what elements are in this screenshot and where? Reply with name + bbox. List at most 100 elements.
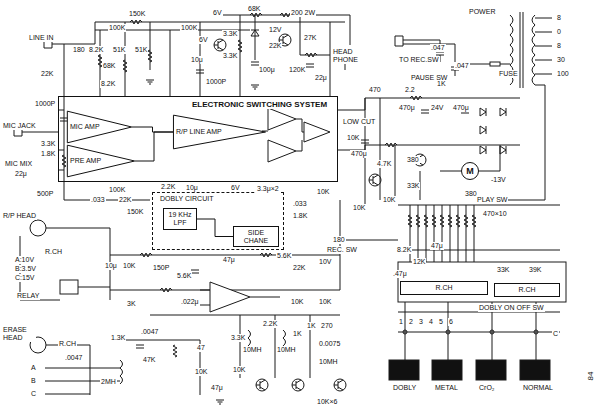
component-label: 150P — [152, 264, 170, 272]
component-label: 500P — [36, 190, 54, 198]
component-label: LINE IN — [28, 34, 55, 42]
component-label: 1 — [398, 318, 404, 326]
node-text: ELECTRONIC SWITCHING SYSTEM — [191, 100, 328, 109]
component-label: 47μ — [210, 384, 224, 392]
component-label: 2 — [408, 318, 414, 326]
component-label: 1.3K — [110, 334, 126, 342]
channel-panel: R.CH — [494, 283, 560, 297]
component-label: 380 — [406, 156, 420, 164]
filter-box: 19 KHz LPF — [163, 208, 197, 230]
component-label: 5.6K — [176, 272, 192, 280]
component-label: 100K — [180, 24, 198, 32]
component-label: 68K — [247, 5, 261, 13]
component-label: TO REC.SW — [398, 56, 440, 64]
component-label: 1000P — [205, 78, 227, 86]
side-chain-box: SIDE CHANE — [233, 226, 279, 247]
component-label: A — [30, 364, 37, 372]
component-label: .033 — [90, 196, 106, 204]
wire-connector — [132, 127, 173, 132]
component-label: 10K×6 — [316, 398, 338, 406]
motor-symbol: M — [461, 162, 479, 180]
component-label: C — [552, 330, 559, 338]
component-label: .033 — [292, 200, 308, 208]
component-label: R.CH — [44, 248, 63, 256]
node-text: 19 KHz LPF — [166, 211, 194, 227]
component-label: 150K — [128, 10, 146, 18]
component-label: FUSE — [498, 70, 519, 78]
node-text: R.CH — [518, 286, 535, 294]
component-label: PLAY SW — [476, 196, 508, 204]
component-label: 3 — [418, 318, 424, 326]
component-label: 3.3μ×2 — [256, 185, 280, 193]
node-text: DOBLY CIRCUIT — [159, 195, 214, 203]
component-label: 47μ — [430, 242, 444, 250]
component-label: 470 — [368, 86, 382, 94]
component-label: 51K — [112, 46, 126, 54]
component-label: 10K — [318, 298, 332, 306]
component-label: R/P HEAD — [2, 212, 37, 220]
node-text: R/P LINE AMP — [176, 128, 222, 136]
component-label: DOBLY — [392, 384, 417, 392]
component-label: 3.3K — [222, 30, 238, 38]
amplifier-triangle: R/P LINE AMP — [173, 115, 266, 149]
component-label: .0047 — [64, 354, 84, 362]
component-label: 2MH — [100, 378, 117, 386]
node-text: R.CH — [435, 284, 452, 292]
amplifier-triangle: PRE AMP — [67, 145, 135, 177]
component-label: 180 — [332, 236, 346, 244]
component-label: 33K — [406, 182, 420, 190]
component-label: 6V — [230, 184, 241, 192]
node-text: PRE AMP — [70, 157, 101, 165]
dolby-circuit-box: DOBLY CIRCUIT 19 KHz LPF SIDE CHANE — [152, 192, 284, 250]
component-label: 2.2K — [160, 183, 176, 191]
component-label: C — [30, 390, 37, 398]
component-label: 100μ — [258, 66, 276, 74]
component-label: 4 — [428, 318, 434, 326]
component-label: 4.7K — [376, 160, 392, 168]
component-label: 51K — [134, 46, 148, 54]
component-label: 47 — [196, 344, 206, 352]
component-label: 1.8K — [40, 150, 56, 158]
component-label: 22μ — [14, 170, 28, 178]
component-label: 0.0075 — [318, 340, 341, 348]
component-label: C:15V — [14, 274, 35, 282]
component-label: 8.2K — [100, 80, 116, 88]
component-label: NORMAL — [522, 384, 554, 392]
component-label: 10μ — [104, 262, 118, 270]
component-label: .47μ — [392, 270, 408, 278]
component-label: 30 — [556, 56, 566, 64]
component-label: 6V — [212, 9, 223, 17]
component-label: 1000P — [34, 100, 56, 108]
component-label: 22μ — [314, 74, 328, 82]
node-text: SIDE CHANE — [236, 229, 276, 245]
component-label: 47μ — [222, 256, 236, 264]
component-label: 22K — [40, 70, 54, 78]
component-label: 39K — [528, 266, 542, 274]
component-label: 8 — [556, 14, 562, 22]
component-label: LOW CUT — [342, 118, 376, 126]
component-label: 2.2 — [404, 86, 416, 94]
component-label: 5.6K — [276, 252, 292, 260]
component-label: A:10V — [14, 256, 35, 264]
component-label: 10K — [232, 366, 246, 374]
wire-connector — [197, 219, 233, 237]
component-label: 47K — [142, 356, 156, 364]
component-label: HEAD PHONE — [332, 48, 364, 64]
component-label: 1K — [306, 322, 317, 330]
component-label: 10μ — [190, 56, 204, 64]
component-label: 10K — [346, 134, 360, 142]
component-label: 2.2K — [262, 320, 278, 328]
component-label: 10MH — [276, 346, 297, 354]
component-label: 3.3K — [222, 52, 238, 60]
component-label: 6 — [448, 318, 454, 326]
component-label: 22K — [268, 42, 282, 50]
component-label: 10K — [122, 262, 136, 270]
component-label: .022μ — [180, 298, 200, 306]
component-label: 22K — [292, 264, 306, 272]
component-label: 470×10 — [482, 210, 508, 218]
component-label: 200 2W — [290, 9, 316, 17]
component-label: 10K — [352, 204, 366, 212]
component-label: 0 — [556, 28, 562, 36]
component-label: 10V — [318, 258, 332, 266]
component-label: 10K — [316, 188, 330, 196]
